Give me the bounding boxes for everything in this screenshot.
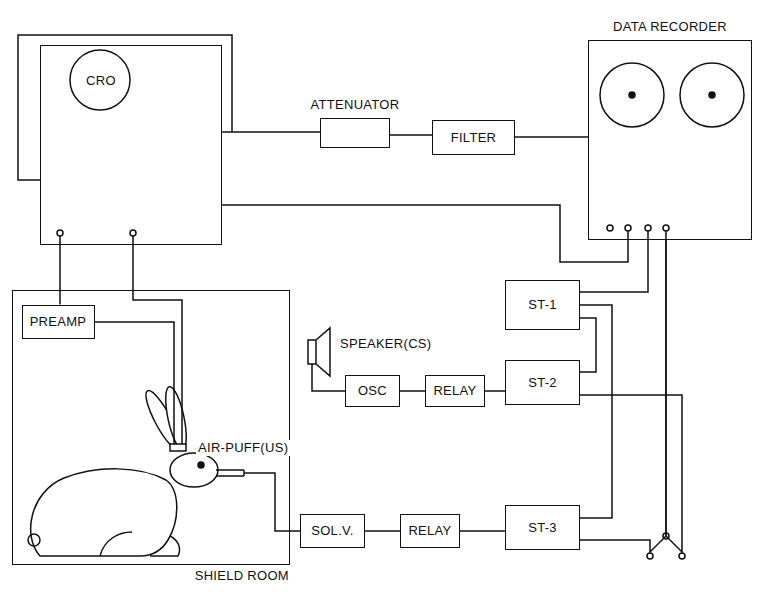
rabbit-eye <box>198 462 204 468</box>
rabbit-ear <box>162 385 191 451</box>
rabbit-leg <box>100 532 132 556</box>
signal-wire <box>222 205 628 262</box>
reel-hub <box>709 92 715 98</box>
signal-wire <box>580 318 596 372</box>
device-box: ST-1 <box>505 280 580 330</box>
device-box: ST-3 <box>505 505 580 550</box>
terminal-stub <box>60 236 133 245</box>
signal-wire <box>390 134 432 136</box>
speaker-wire <box>312 364 345 391</box>
electrode-wire <box>95 322 174 444</box>
device-label: AIR-PUFF(US) <box>196 440 290 456</box>
device-box: OSC <box>345 375 400 407</box>
signal-wire <box>222 131 320 133</box>
switch-contact <box>647 553 653 559</box>
rabbit-head <box>170 453 218 487</box>
terminal <box>663 225 669 231</box>
rabbit-leg <box>150 536 180 556</box>
tape-reel <box>600 63 664 127</box>
signal-wire <box>580 240 682 552</box>
terminal <box>57 230 63 236</box>
electrode <box>170 444 186 451</box>
signal-wire <box>460 530 505 532</box>
device-box: SOL.V. <box>300 514 365 548</box>
cro-screen <box>70 50 130 110</box>
device-box: RELAY <box>425 375 485 407</box>
tape-reel <box>680 63 744 127</box>
device-box: CRO <box>40 45 222 245</box>
device-box: DATA RECORDER <box>588 40 752 240</box>
box-label: ST-2 <box>528 375 557 391</box>
box-heading: SHIELD ROOM <box>195 568 289 584</box>
box-label: OSC <box>358 383 387 399</box>
signal-wire <box>580 305 612 518</box>
box-label: SOL.V. <box>311 523 354 539</box>
device-box: ATTENUATOR <box>320 118 390 148</box>
terminal <box>130 230 136 236</box>
terminal <box>645 225 651 231</box>
terminal <box>625 225 631 231</box>
reel-hub <box>629 92 635 98</box>
signal-wire <box>59 245 61 305</box>
signal-wire <box>365 530 400 532</box>
room-outline: SHIELD ROOMPREAMP <box>12 290 290 565</box>
switch-contact <box>679 553 685 559</box>
box-label: ST-1 <box>528 297 557 313</box>
signal-wire <box>580 240 648 292</box>
device-label: SPEAKER(CS) <box>338 336 433 352</box>
signal-wire <box>580 240 666 552</box>
box-label: RELAY <box>433 383 476 399</box>
box-heading: DATA RECORDER <box>613 19 727 35</box>
box-label: CRO <box>86 73 116 89</box>
device-box: FILTER <box>432 120 515 155</box>
rabbit-tail <box>28 534 40 546</box>
air-tube <box>244 473 300 531</box>
signal-wire <box>485 390 505 392</box>
device-box: ST-2 <box>505 360 580 405</box>
box-label: PREAMP <box>30 314 87 330</box>
terminal <box>607 225 613 231</box>
device-box: RELAY <box>400 514 460 548</box>
terminal-stub <box>628 231 666 240</box>
signal-wire <box>400 390 425 392</box>
rabbit-body <box>31 469 177 556</box>
device-box: PREAMP <box>22 305 95 339</box>
box-label: RELAY <box>408 523 451 539</box>
air-puff-nozzle <box>216 470 244 476</box>
box-label: ST-3 <box>528 520 557 536</box>
box-label: FILTER <box>451 130 497 146</box>
signal-wire <box>515 136 588 138</box>
cro-loop-wire <box>18 35 232 180</box>
box-heading: ATTENUATOR <box>311 97 400 113</box>
